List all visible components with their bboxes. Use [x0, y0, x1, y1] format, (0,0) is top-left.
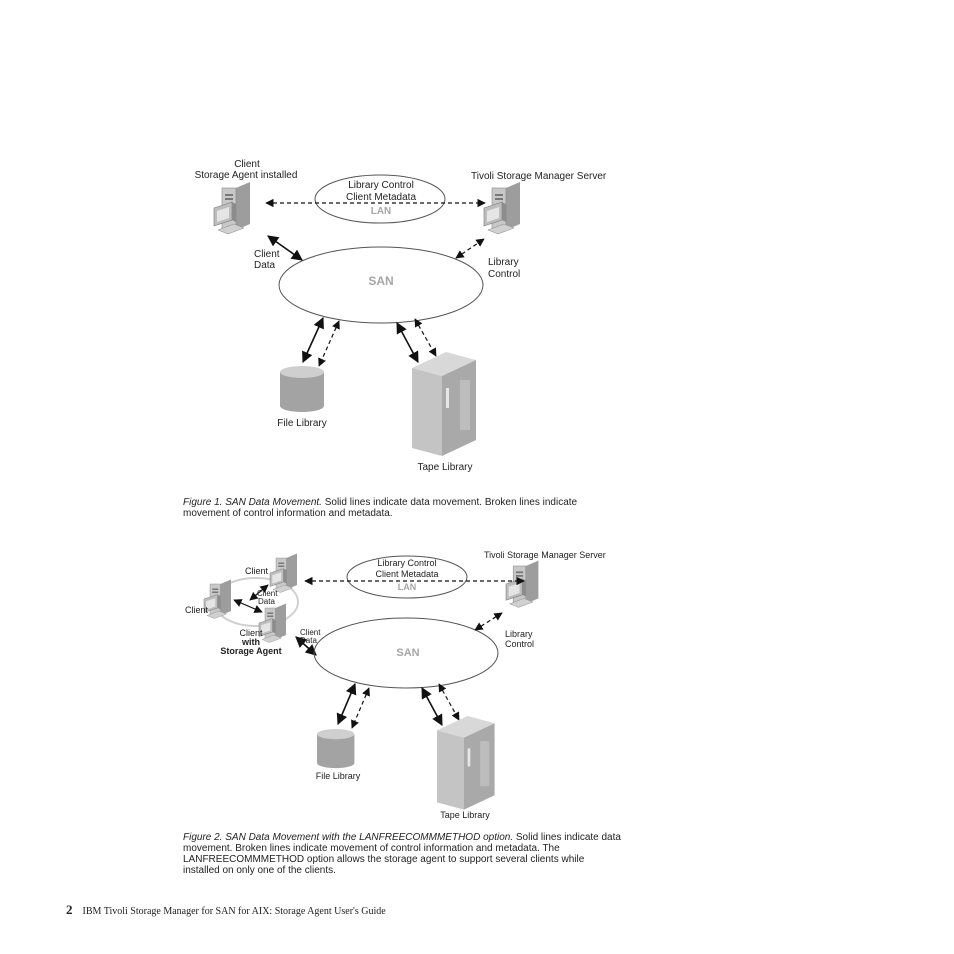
tape-library-data-arrow: [397, 323, 418, 362]
client-left-computer-icon: [204, 580, 231, 619]
san-label: SAN: [368, 274, 393, 288]
client-data-label-2: Data: [254, 260, 276, 271]
tape-library-icon: [412, 352, 476, 456]
lan2-label-1: Library Control: [377, 558, 436, 568]
library-control2-label-2: Control: [505, 639, 534, 649]
client-top-label: Client: [245, 566, 269, 576]
lan-ellipse-2: Library Control Client Metadata LAN: [347, 556, 467, 598]
client-left-label: Client: [185, 605, 209, 615]
library-control-arrow: [456, 239, 484, 258]
figure-2-caption-title: Figure 2. SAN Data Movement with the LAN…: [183, 832, 513, 843]
library-control-arrow-2: [475, 613, 502, 630]
file-library-icon-2: [317, 729, 354, 768]
tape-library-control-arrow: [415, 319, 436, 356]
client-data-a-label-2: Data: [258, 597, 275, 606]
page-number: 2: [66, 902, 73, 917]
tape-library2-label: Tape Library: [440, 810, 490, 820]
server-label-2: Tivoli Storage Manager Server: [484, 550, 606, 560]
tape-library-data-arrow-2: [422, 688, 442, 725]
client-data-label-1: Client: [254, 249, 280, 260]
client-data-b-label-2: Data: [300, 636, 317, 645]
tape-library-icon-2: [437, 716, 495, 810]
page-footer: 2 IBM Tivoli Storage Manager for SAN for …: [66, 902, 386, 918]
figure-1: Client Storage Agent installed Tivoli St…: [195, 159, 607, 473]
lan-label-2: Client Metadata: [346, 192, 416, 203]
figure-2: Tivoli Storage Manager Server Library Co…: [185, 550, 606, 820]
footer-title: IBM Tivoli Storage Manager for SAN for A…: [83, 906, 386, 917]
file-library-control-arrow-2: [352, 688, 369, 728]
file-library-data-arrow: [303, 318, 323, 362]
client-sa-computer-icon: [259, 604, 286, 643]
san-ellipse-2: SAN: [314, 618, 498, 688]
lan-ellipse: Library Control Client Metadata LAN: [315, 175, 445, 223]
client-computer-icon: [214, 182, 250, 234]
library-control-label-2: Control: [488, 269, 520, 280]
file-library-data-arrow-2: [338, 684, 355, 724]
file-library-icon: [280, 366, 324, 412]
client-top-computer-icon: [270, 554, 297, 593]
tape-library-label: Tape Library: [417, 462, 472, 473]
client-label-2: Storage Agent installed: [195, 170, 298, 181]
figure-1-caption-title: Figure 1. SAN Data Movement.: [183, 497, 322, 508]
lan2-label-2: Client Metadata: [375, 569, 438, 579]
figure-2-caption: Figure 2. SAN Data Movement with the LAN…: [183, 832, 623, 876]
lan-label-1: Library Control: [348, 180, 414, 191]
lan-label: LAN: [371, 206, 392, 217]
client-label-1: Client: [234, 159, 260, 170]
tape-library-control-arrow-2: [439, 684, 459, 720]
file-library2-label: File Library: [316, 771, 361, 781]
server-computer-icon: [484, 182, 520, 234]
server-computer-icon-2: [506, 561, 538, 608]
file-library-control-arrow: [319, 321, 339, 366]
san2-label: SAN: [396, 647, 419, 659]
san-ellipse: SAN: [279, 247, 483, 323]
lan2-label: LAN: [398, 582, 417, 592]
figure-1-caption: Figure 1. SAN Data Movement. Solid lines…: [183, 497, 623, 519]
library-control2-label-1: Library: [505, 629, 533, 639]
server-label: Tivoli Storage Manager Server: [471, 171, 607, 182]
file-library-label: File Library: [277, 418, 326, 429]
library-control-label-1: Library: [488, 257, 519, 268]
client-sa-label-3: Storage Agent: [220, 646, 281, 656]
